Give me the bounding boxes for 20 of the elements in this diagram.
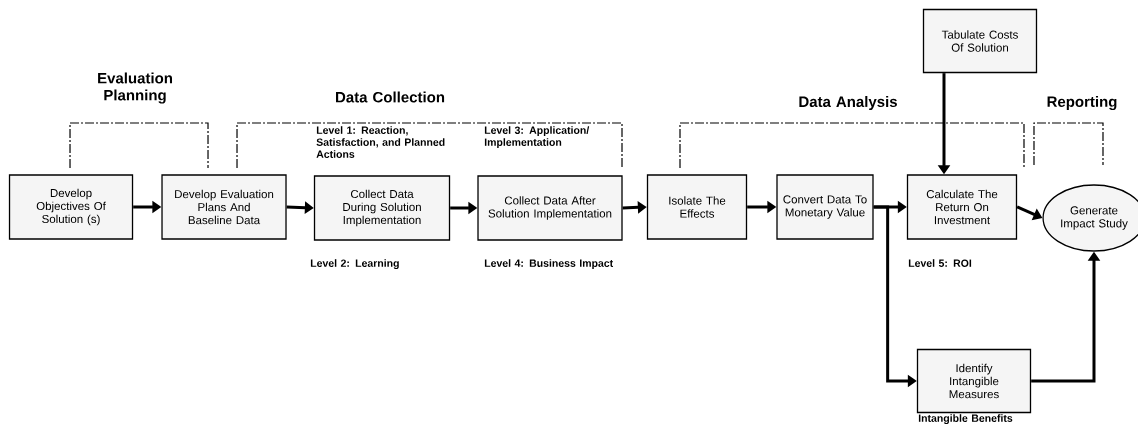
level-note: Intangible Benefits xyxy=(918,414,1013,425)
level-note: Level 4: Business Impact xyxy=(484,259,614,269)
level-note: Level 5: ROI xyxy=(908,259,972,267)
level-note: Level 2: Learning xyxy=(310,259,399,270)
process-box: Tabulate Costs Of Solution xyxy=(922,8,1038,74)
section-heading: Data Collection xyxy=(336,91,445,103)
process-box: Identify Intangible Measures xyxy=(916,348,1032,414)
process-box: Collect Data During Solution Implementation xyxy=(313,175,451,241)
section-heading: Data Analysis xyxy=(799,96,897,110)
process-box: Convert Data To Monetary Value xyxy=(776,174,874,240)
level-note: Level 3: Application/ Implementation xyxy=(484,126,590,148)
level-note: Level 1: Reaction, Satisfaction, and Planned Actions xyxy=(316,126,445,158)
section-heading: Evaluation Planning xyxy=(98,72,172,104)
section-heading: Reporting xyxy=(1047,95,1117,111)
process-box: Calculate The Return On Investment xyxy=(906,174,1018,240)
process-box: Collect Data After Solution Implementation xyxy=(477,175,623,241)
process-box: Develop Evaluation Plans And Baseline Data xyxy=(161,174,287,240)
process-box: Develop Objectives Of Solution (s) xyxy=(8,174,134,240)
process-box: Isolate The Effects xyxy=(646,174,748,240)
ellipse-node: Generate Impact Study xyxy=(1042,184,1138,252)
